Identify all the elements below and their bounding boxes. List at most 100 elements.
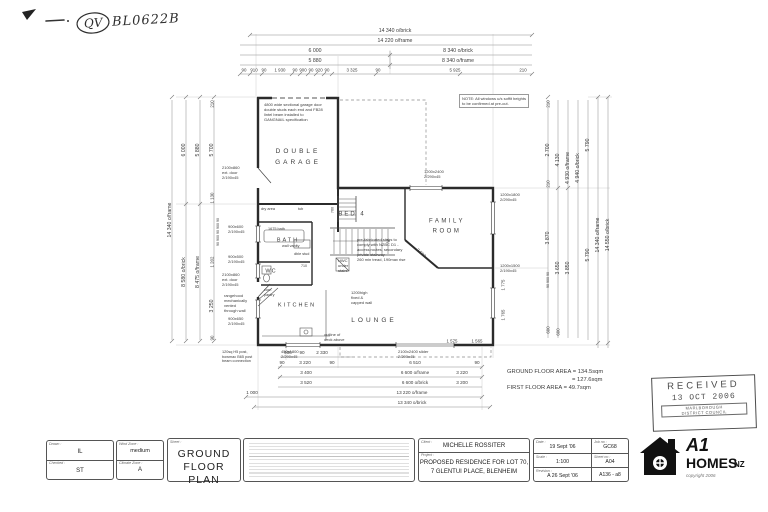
drawn-checked-box: Drawn : IL Checked : ST [46, 440, 114, 480]
disclaimer-box [243, 438, 415, 482]
dimension-text: 14 340 o/frame [594, 217, 601, 253]
annotation-text: 1200high fixed & capped wall [351, 290, 373, 305]
dimension-text: 14 550 o/brick [604, 218, 611, 252]
checked-label: Checked : [49, 461, 66, 465]
date-label: Date : [536, 440, 546, 444]
dimension-text: 14 220 o/frame [377, 37, 413, 44]
dimension-text: 5 790 [584, 248, 591, 262]
dimension-text: 600 [545, 326, 551, 334]
dimension-text: 3 650 [554, 261, 561, 275]
client-label: Client : [421, 440, 433, 444]
dimension-text: 90 900 90 900 90 [215, 218, 220, 246]
dimension-text: 3 400 [300, 370, 312, 376]
dimension-text: 90 [329, 360, 335, 366]
sheet-no-label: Sheet no : [594, 454, 611, 459]
stamp-council: MARLBOROUGH DISTRICT COUNCIL [661, 402, 748, 418]
annotation-text: 450x1800 2/290x45 [281, 349, 299, 359]
room-label: LOUNGE [351, 316, 397, 324]
scale-value: 1:100 [556, 458, 569, 465]
dimension-text: 90 [261, 67, 267, 73]
client-name: MICHELLE ROSSITER [442, 443, 506, 449]
dimension-text: 4 130 [554, 153, 561, 167]
room-label: BED 4 [338, 211, 366, 218]
wind-zone-label: Wind Zone : [119, 442, 139, 446]
dimension-text: 3 220 [299, 360, 311, 366]
annotation-text: rangehood mechanically vented through wa… [224, 293, 248, 313]
dimension-text: 600 [555, 328, 561, 336]
drawing-info-box: Date : 19 Sept '06 Job no : GC68 Scale :… [533, 438, 629, 483]
dimension-text: 90 [241, 67, 247, 73]
dimension-text: 1 000 [246, 390, 258, 396]
dimension-text: 900 [299, 67, 307, 73]
zones-box: Wind Zone : medium Climate Zone : A [116, 440, 164, 480]
dimension-text: 1 765 [500, 309, 506, 321]
annotation-text: outline of deck above [324, 332, 345, 342]
dimension-text: 900 [284, 350, 292, 356]
sheet-label: Sheet : [170, 440, 182, 444]
drawn-label: Drawn : [49, 442, 62, 446]
annotation-text: NOTE: All windows u/s soffit heights to … [459, 94, 529, 108]
handwritten-qv: QV [83, 15, 103, 31]
annotation-text: corn pantry [264, 288, 275, 297]
dimension-text: 3 325 [346, 67, 358, 73]
annotation-text: dry area [261, 207, 275, 211]
room-label: ROOM [432, 228, 462, 235]
room-label: WC [265, 268, 277, 275]
project-label: Project : [421, 453, 435, 457]
annotation-text: 1200x1800 2/290x45 [500, 192, 520, 202]
sheet-no-value: A04 [605, 458, 615, 465]
dimension-text: 13 220 o/frame [396, 390, 428, 396]
annotation-text: 4800 wide sectional garage door double s… [264, 102, 323, 122]
drawn-value: IL [77, 449, 83, 455]
logo-a1-text: A1 [686, 435, 710, 455]
dimension-text: 8 340 o/frame [441, 57, 475, 64]
client-project-box: Client : MICHELLE ROSSITER Project : PRO… [418, 438, 530, 482]
room-label: DOUBLE [275, 147, 321, 155]
dimension-text: 3 250 [208, 299, 215, 313]
title-block: Drawn : IL Checked : ST Wind Zone : medi… [44, 435, 764, 487]
dimension-text: 210 [519, 67, 527, 73]
dimension-text: 8 340 o/brick [443, 47, 473, 54]
dimension-text: 1 775 [500, 279, 506, 291]
dimension-text: 6 600 o/brick [401, 380, 429, 386]
room-label: FAMILY [429, 218, 465, 225]
logo-homes-text: HOMES [686, 455, 738, 471]
annotation-text: FIRST FLOOR AREA = 49.7sqm [507, 385, 591, 391]
dimension-text: 90 [308, 67, 314, 73]
annotation-text: 1675 bath [268, 227, 285, 231]
dimension-text: 90 [292, 67, 298, 73]
dimension-text: 4 940 o/brick [574, 153, 581, 183]
dimension-text: 1 565 [471, 338, 483, 344]
annotation-text: 1200x1500 2/190x45 [500, 263, 520, 273]
dimension-text: 3 200 [456, 380, 468, 386]
dimension-text: 90 [299, 350, 305, 356]
dimension-text: 3 870 [544, 231, 551, 245]
dimension-text: 90 [324, 67, 330, 73]
dimension-text: 760 [330, 206, 335, 214]
a1-homes-logo: A1 HOMES NZ copyright 2006 [638, 433, 762, 485]
climate-zone-label: Climate Zone : [119, 461, 143, 465]
project-line2: 7 GLENTUI PLACE, BLENHEIM [430, 469, 518, 475]
climate-zone-value: A [137, 467, 142, 473]
dimension-text: 210 [209, 100, 215, 108]
dimension-text: 910 [250, 67, 258, 73]
room-label: GARAGE [275, 158, 321, 166]
room-label: BATH [276, 237, 300, 244]
sheet-title: GROUND FLOOR PLAN [177, 448, 231, 487]
dimension-text: 710 [301, 263, 307, 268]
logo-nz-text: NZ [734, 460, 745, 469]
annotation-text: tub [298, 207, 304, 211]
revision-value: A 26 Sept '06 [547, 473, 578, 480]
annotation-text: 900x650 2/190x45 [228, 316, 245, 326]
annotation-text: 2100x860 ext. door 2/190x45 [222, 272, 240, 287]
date-value: 19 Sept '06 [549, 444, 576, 450]
dimension-text: 3 520 [300, 380, 312, 386]
annotation-text: 120sq H5 post, bowmac B65 post beam conn… [222, 350, 253, 364]
dimension-text: 14 340 o/frame [166, 202, 173, 238]
annotation-text: pre-fabricated stairs to comply with NZB… [357, 237, 406, 262]
logo-copyright-text: copyright 2006 [686, 473, 716, 478]
dimension-text: 3 220 [456, 370, 468, 376]
disclaimer-fine-print [249, 443, 409, 477]
annotation-text: dble stud [294, 252, 310, 256]
dimension-text: 6 600 o/frame [400, 370, 430, 376]
